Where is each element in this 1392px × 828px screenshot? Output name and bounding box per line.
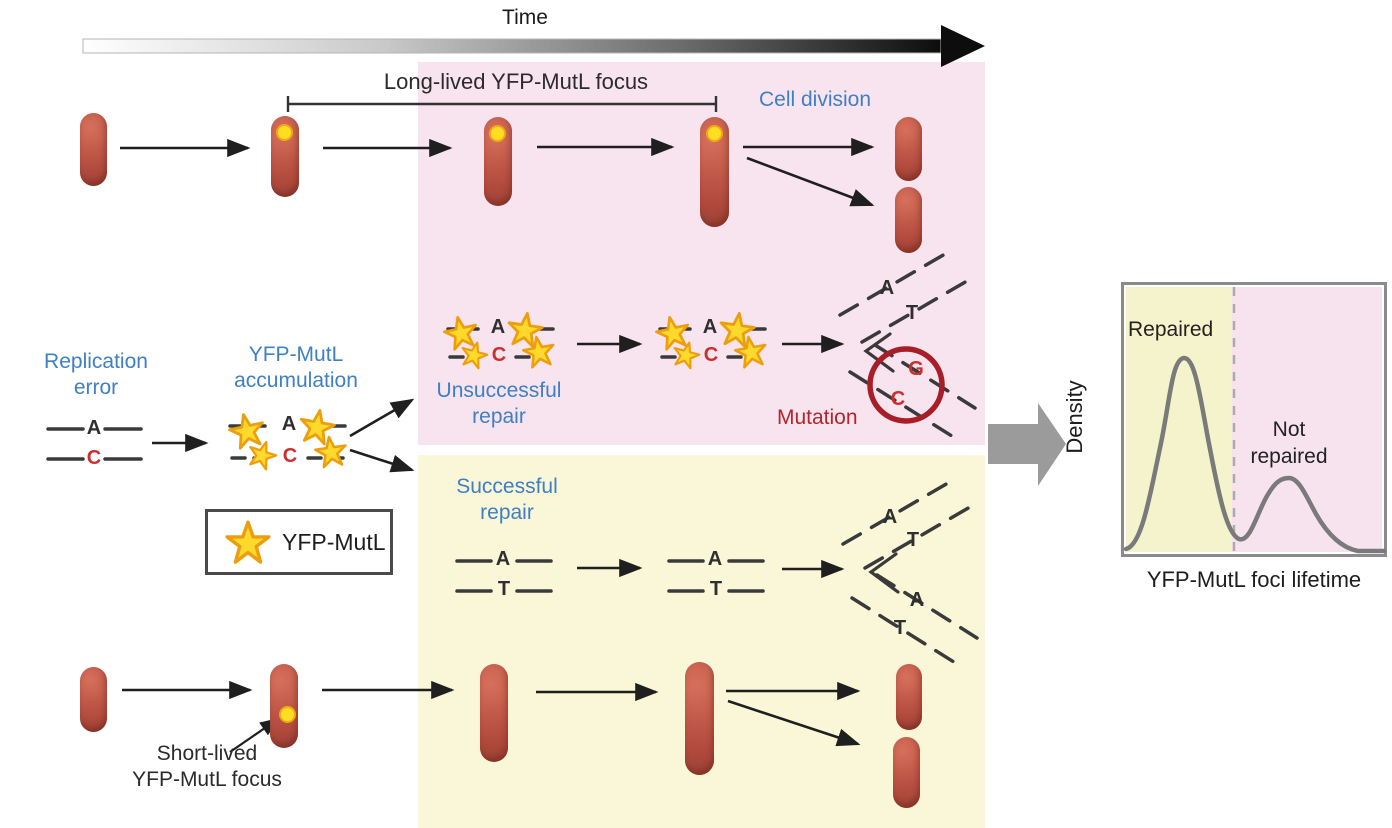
label-line: accumulation: [234, 369, 358, 392]
bacterial-cell: [895, 117, 922, 181]
label-line: Not: [1272, 418, 1306, 441]
bacterial-cell: [893, 737, 920, 808]
bacterial-cell: [700, 117, 729, 227]
base-letter: A: [879, 277, 895, 299]
bacterial-cell: [484, 117, 512, 206]
base-letter: A: [86, 417, 102, 439]
base-letter: T: [893, 617, 907, 639]
base-letter: C: [282, 445, 298, 467]
label-line: repair: [472, 405, 526, 428]
time-label: Time: [502, 6, 548, 29]
yfp-mutl-star-icon: [729, 330, 773, 374]
yfp-focus-dot: [276, 124, 293, 141]
cell-division-label: Cell division: [758, 88, 872, 111]
yfp-focus-dot: [489, 125, 506, 142]
base-letter: G: [908, 358, 924, 380]
label-line: repair: [480, 501, 534, 524]
unsuccessful-repair-label: Unsuccessful repair: [437, 378, 562, 430]
label-line: YFP-MutL focus: [132, 768, 282, 791]
yfp-mutl-star-icon: [222, 517, 274, 569]
foci-lifetime-axis-label: YFP-MutL foci lifetime: [1146, 567, 1362, 592]
bacterial-cell: [80, 113, 107, 186]
long-lived-focus-label: Long-lived YFP-MutL focus: [383, 69, 649, 94]
short-lived-focus-label: Short-lived YFP-MutL focus: [132, 741, 282, 793]
base-letter: T: [905, 302, 919, 324]
yfp-focus-dot: [706, 125, 723, 142]
label-line: Unsuccessful: [436, 379, 562, 402]
not-repaired-region-label: Not repaired: [1250, 416, 1327, 470]
bacterial-cell: [685, 662, 714, 775]
base-letter: T: [906, 529, 920, 551]
base-letter: T: [497, 578, 511, 600]
base-letter: A: [909, 589, 925, 611]
legend-label: YFP-MutL: [282, 529, 386, 555]
base-letter: A: [882, 506, 898, 528]
label-line: Short-lived: [156, 742, 258, 765]
bacterial-cell: [271, 116, 299, 197]
base-letter: C: [491, 344, 507, 366]
base-letter: C: [86, 447, 102, 469]
yfp-mutl-legend: YFP-MutL: [205, 509, 393, 575]
yfp-mutl-accumulation-label: YFP-MutL accumulation: [234, 342, 358, 394]
yfp-mutl-star-icon: [517, 330, 561, 374]
bacterial-cell: [895, 187, 922, 253]
label-line: error: [73, 376, 119, 399]
repaired-region-label: Repaired: [1128, 318, 1214, 341]
bacterial-cell: [270, 664, 298, 748]
bacterial-cell: [480, 664, 508, 762]
yfp-focus-dot: [279, 706, 296, 723]
replication-error-label: Replication error: [44, 349, 148, 401]
label-line: YFP-MutL: [248, 343, 344, 366]
bacterial-cell: [896, 664, 922, 730]
density-axis-label: Density: [1062, 380, 1087, 454]
base-letter: A: [495, 548, 511, 570]
base-letter: T: [709, 578, 723, 600]
label-line: Successful: [456, 475, 558, 498]
successful-repair-label: Successful repair: [456, 474, 558, 526]
base-letter: A: [707, 548, 723, 570]
base-letter: A: [702, 316, 718, 338]
summary-arrow: [988, 403, 1066, 486]
label-line: Replication: [44, 350, 148, 373]
yfp-mutl-star-icon: [310, 431, 353, 474]
base-letter: A: [281, 413, 297, 435]
base-letter: A: [490, 316, 506, 338]
bacterial-cell: [80, 667, 107, 732]
base-letter: C: [890, 388, 906, 410]
mutation-label: Mutation: [777, 406, 858, 429]
time-axis-arrow: [82, 25, 985, 67]
label-line: repaired: [1250, 445, 1328, 468]
base-letter: C: [703, 344, 719, 366]
